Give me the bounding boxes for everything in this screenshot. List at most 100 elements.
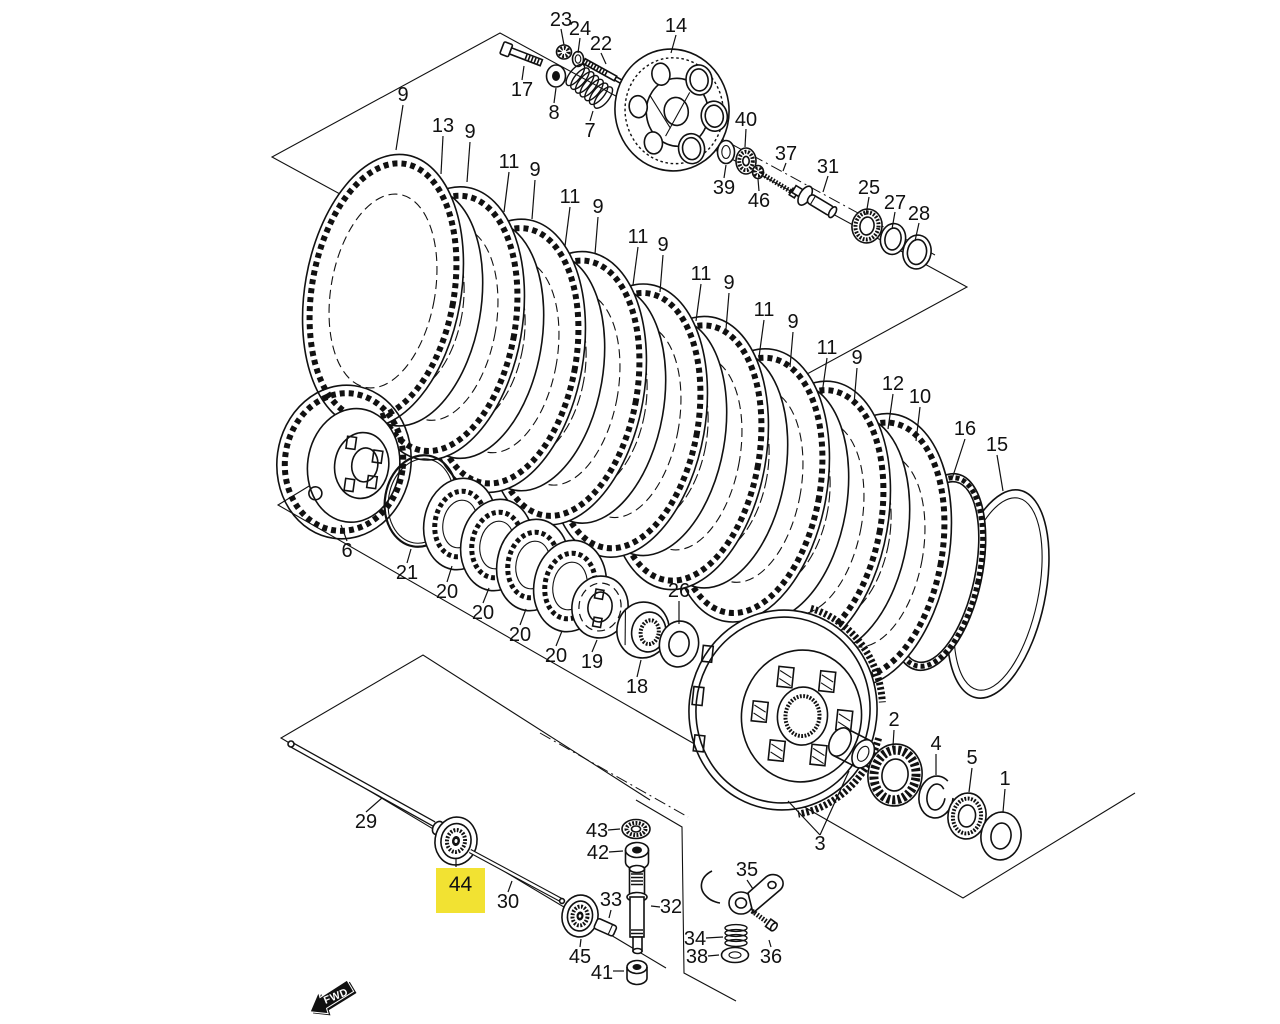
washer-1 bbox=[980, 811, 1022, 861]
pushrod-31 bbox=[790, 184, 838, 219]
leader-line-16 bbox=[951, 438, 966, 480]
part-label-5: 5 bbox=[966, 747, 978, 769]
pressure-plate-14 bbox=[614, 48, 730, 172]
part-label-6: 6 bbox=[341, 540, 353, 562]
part-label-9: 9 bbox=[723, 272, 735, 294]
leader-line-30 bbox=[507, 880, 513, 893]
push-rod-30 bbox=[468, 848, 566, 905]
part-label-11: 11 bbox=[627, 226, 649, 248]
bushing-41 bbox=[626, 959, 648, 986]
clutch-basket bbox=[688, 604, 886, 818]
leader-line-14 bbox=[670, 34, 677, 54]
clutch-hub-6 bbox=[275, 384, 413, 540]
leader-line-9 bbox=[466, 141, 471, 183]
part-label-7: 7 bbox=[584, 120, 596, 142]
part-label-38: 38 bbox=[685, 946, 709, 968]
leader-line-22 bbox=[600, 52, 607, 65]
part-label-44: 44 bbox=[436, 868, 485, 913]
leader-line-7 bbox=[589, 110, 594, 122]
part-label-9: 9 bbox=[529, 159, 541, 181]
leader-line-25 bbox=[865, 196, 870, 216]
washer-26 bbox=[658, 620, 700, 668]
leader-line-39 bbox=[723, 164, 727, 179]
leader-line-21 bbox=[406, 548, 412, 564]
bearing-5 bbox=[947, 792, 987, 840]
bearing-44 bbox=[434, 816, 478, 866]
part-label-9: 9 bbox=[464, 121, 476, 143]
leader-line-11 bbox=[632, 246, 639, 286]
bearing-45 bbox=[561, 894, 599, 938]
part-label-28: 28 bbox=[907, 203, 931, 225]
clutch-plate-stack bbox=[301, 153, 953, 688]
leader-lines bbox=[340, 28, 1006, 972]
leader-line-3 bbox=[819, 770, 850, 836]
leader-line-20 bbox=[446, 565, 453, 583]
leader-line-3 bbox=[787, 800, 821, 836]
washer-38 bbox=[720, 946, 750, 964]
bushing-4 bbox=[918, 775, 954, 819]
part-label-35: 35 bbox=[735, 859, 759, 881]
part-label-16: 16 bbox=[953, 418, 977, 440]
leader-line-34 bbox=[705, 936, 724, 939]
leader-line-9 bbox=[789, 331, 794, 368]
leader-line-32 bbox=[650, 905, 661, 908]
leader-line-11 bbox=[821, 357, 828, 395]
part-label-18: 18 bbox=[625, 676, 649, 698]
leader-line-37 bbox=[782, 162, 787, 172]
bearing-40 bbox=[735, 147, 757, 175]
part-label-20: 20 bbox=[471, 602, 495, 624]
part-label-13: 13 bbox=[431, 115, 455, 137]
part-label-34: 34 bbox=[683, 928, 707, 950]
part-label-11: 11 bbox=[559, 186, 581, 208]
part-label-20: 20 bbox=[435, 581, 459, 603]
part-label-9: 9 bbox=[592, 196, 604, 218]
leader-line-31 bbox=[822, 175, 829, 193]
part-label-31: 31 bbox=[816, 156, 840, 178]
leader-line-33 bbox=[608, 909, 612, 919]
leader-line-8 bbox=[553, 87, 557, 104]
leader-line-20 bbox=[482, 587, 490, 604]
part-label-43: 43 bbox=[585, 820, 609, 842]
part-label-9: 9 bbox=[397, 84, 409, 106]
part-label-20: 20 bbox=[544, 645, 568, 667]
part-label-23: 23 bbox=[549, 9, 573, 31]
part-label-11: 11 bbox=[753, 299, 775, 321]
leader-line-9 bbox=[594, 216, 599, 255]
leader-line-9 bbox=[659, 254, 664, 293]
washer-27 bbox=[879, 222, 907, 256]
bolt-17 bbox=[499, 41, 544, 67]
part-label-39: 39 bbox=[712, 177, 736, 199]
leader-line-9 bbox=[725, 292, 730, 330]
part-label-8: 8 bbox=[548, 102, 560, 124]
part-label-36: 36 bbox=[759, 946, 783, 968]
locknut-25 bbox=[851, 208, 883, 244]
spring-34 bbox=[724, 923, 748, 948]
part-label-25: 25 bbox=[857, 177, 881, 199]
leader-line-11 bbox=[503, 171, 510, 213]
part-label-41: 41 bbox=[590, 962, 614, 984]
part-label-21: 21 bbox=[395, 562, 419, 584]
part-label-26: 26 bbox=[667, 580, 691, 602]
part-label-29: 29 bbox=[354, 811, 378, 833]
leader-line-10 bbox=[915, 406, 921, 442]
leader-line-13 bbox=[440, 135, 444, 175]
leader-line-24 bbox=[577, 37, 581, 54]
leader-line-45 bbox=[579, 938, 582, 948]
leader-line-23 bbox=[560, 28, 565, 46]
part-label-42: 42 bbox=[586, 842, 610, 864]
pin-33 bbox=[593, 918, 618, 937]
leader-line-38 bbox=[707, 954, 720, 957]
release-lever-35 bbox=[700, 870, 784, 915]
part-label-24: 24 bbox=[568, 18, 592, 40]
leader-line-28 bbox=[914, 222, 920, 242]
leader-line-1 bbox=[1002, 788, 1006, 813]
part-label-11: 11 bbox=[690, 263, 712, 285]
leader-line-46 bbox=[757, 178, 760, 192]
leader-line-42 bbox=[608, 850, 624, 853]
part-label-10: 10 bbox=[908, 386, 932, 408]
part-label-17: 17 bbox=[510, 79, 534, 101]
leader-line-11 bbox=[758, 319, 765, 358]
washer-28 bbox=[902, 234, 932, 270]
